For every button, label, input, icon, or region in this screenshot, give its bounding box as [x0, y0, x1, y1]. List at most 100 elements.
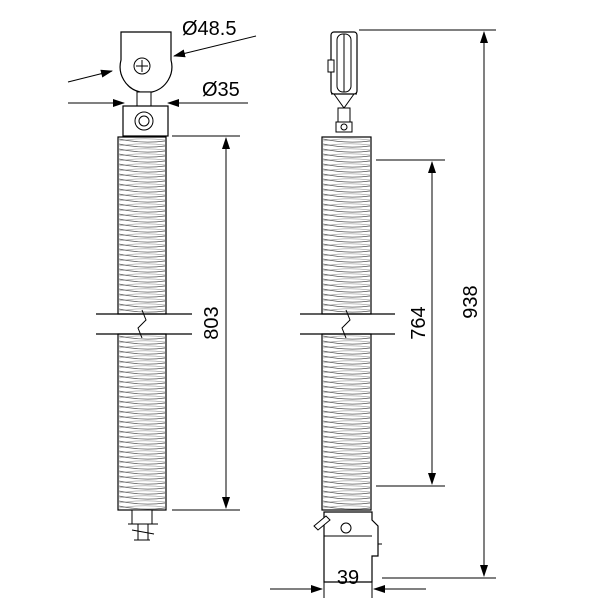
spring-coil	[322, 385, 371, 390]
spring-coil	[322, 288, 371, 293]
spring-coil	[118, 218, 166, 223]
spring-coil-back	[118, 198, 166, 202]
spring-coil	[322, 143, 371, 148]
spring-coil-back	[118, 365, 166, 369]
spring-coil	[322, 203, 371, 208]
spring-coil-back	[322, 415, 371, 419]
spring-coil-back	[118, 430, 166, 434]
spring-coil	[118, 273, 166, 278]
spring-coil-back	[118, 168, 166, 172]
spring-coil-back	[322, 345, 371, 349]
spring-coil	[118, 485, 166, 490]
label-left-spring-length: 803	[201, 306, 223, 339]
spring-coil	[118, 168, 166, 173]
spring-coil-back	[118, 258, 166, 262]
spring-coil	[118, 183, 166, 188]
spring-coil	[118, 303, 166, 308]
spring-coil-back	[322, 480, 371, 484]
spring-coil	[118, 420, 166, 425]
spring-coil-back	[118, 293, 166, 297]
spring-coil	[322, 298, 371, 303]
spring-coil	[322, 233, 371, 238]
spring-coil-back	[118, 288, 166, 292]
spring-coil-back	[118, 208, 166, 212]
spring-coil-back	[322, 465, 371, 469]
spring-coil-back	[322, 263, 371, 267]
spring-coil	[118, 505, 166, 510]
spring-coil-back	[322, 308, 371, 312]
spring-coil	[322, 258, 371, 263]
spring-coil	[118, 243, 166, 248]
spring-coil	[322, 138, 371, 143]
spring-coil	[118, 283, 166, 288]
spring-coil-back	[118, 465, 166, 469]
spring-coil-back	[322, 293, 371, 297]
spring-coil	[322, 485, 371, 490]
spring-coil	[322, 435, 371, 440]
spring-coil	[118, 198, 166, 203]
spring-coil-back	[322, 303, 371, 307]
spring-coil	[118, 460, 166, 465]
spring-coil-back	[118, 273, 166, 277]
spring-coil-back	[322, 485, 371, 489]
spring-coil	[322, 425, 371, 430]
spring-coil-back	[118, 475, 166, 479]
spring-coil	[322, 500, 371, 505]
dim-left-spring-length	[172, 135, 240, 511]
spring-coil	[118, 490, 166, 495]
spring-coil-back	[322, 163, 371, 167]
spring-coil	[118, 173, 166, 178]
spring-coil	[322, 168, 371, 173]
right-spring-upper	[321, 136, 372, 315]
spring-coil	[322, 153, 371, 158]
spring-coil	[322, 505, 371, 510]
spring-coil	[322, 148, 371, 153]
spring-coil-back	[118, 405, 166, 409]
spring-coil	[118, 138, 166, 143]
spring-coil	[322, 335, 371, 340]
dim-right-spring-length	[376, 159, 445, 487]
spring-coil-back	[322, 203, 371, 207]
spring-coil	[322, 188, 371, 193]
spring-coil-back	[322, 360, 371, 364]
spring-coil-back	[322, 395, 371, 399]
spring-coil	[322, 350, 371, 355]
spring-coil-back	[118, 370, 166, 374]
spring-coil	[118, 178, 166, 183]
spring-coil-back	[118, 335, 166, 339]
spring-coil-back	[322, 248, 371, 252]
spring-coil	[118, 188, 166, 193]
spring-coil	[118, 370, 166, 375]
spring-coil-back	[118, 193, 166, 197]
spring-coil	[322, 253, 371, 258]
spring-coil	[118, 263, 166, 268]
spring-coil-back	[322, 475, 371, 479]
spring-coil	[322, 198, 371, 203]
spring-coil-back	[322, 283, 371, 287]
spring-coil-back	[322, 425, 371, 429]
spring-coil	[322, 243, 371, 248]
spring-coil-back	[322, 420, 371, 424]
left-break-lines	[96, 309, 192, 339]
spring-coil	[118, 455, 166, 460]
spring-coil	[322, 293, 371, 298]
spring-coil-back	[118, 375, 166, 379]
spring-coil	[322, 283, 371, 288]
spring-coil	[322, 480, 371, 485]
spring-coil	[322, 400, 371, 405]
label-overall-length: 938	[460, 285, 482, 318]
spring-coil	[322, 163, 371, 168]
spring-coil	[118, 395, 166, 400]
spring-coil	[322, 370, 371, 375]
spring-coil	[118, 153, 166, 158]
spring-coil-back	[118, 283, 166, 287]
spring-coil-back	[118, 308, 166, 312]
spring-coil-back	[322, 238, 371, 242]
spring-coil	[118, 340, 166, 345]
spring-coil-back	[322, 213, 371, 217]
spring-coil	[118, 308, 166, 313]
spring-coil-back	[322, 168, 371, 172]
spring-coil	[322, 365, 371, 370]
spring-coil	[118, 375, 166, 380]
spring-coil-back	[322, 370, 371, 374]
